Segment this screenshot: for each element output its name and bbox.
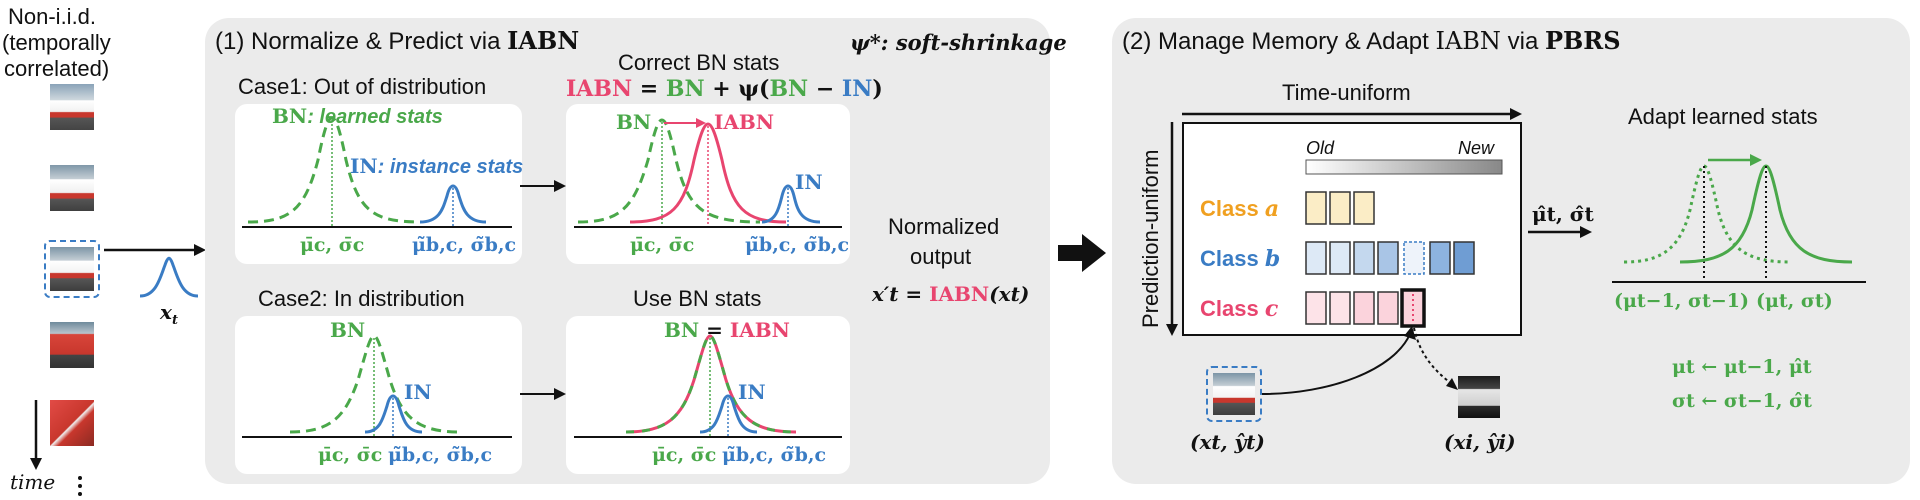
input-frame-thumbnail [1213, 373, 1255, 415]
bn-curve [247, 116, 421, 224]
correct-in-label: IN [795, 170, 823, 194]
class-b-label: Class b [1200, 246, 1281, 272]
case2-bn-stats: μ̄c, σ̄c [318, 444, 383, 466]
in-curve [761, 184, 821, 224]
stream-title-line1: Non-i.i.d. [8, 4, 97, 29]
class-a-label: Class a [1200, 196, 1280, 222]
input-xt-label: xt [160, 300, 178, 328]
correct-title: Correct BN stats [618, 50, 780, 75]
new-stats: (μt, σt) [1756, 290, 1833, 312]
frame-thumbnail [50, 165, 94, 211]
memory-cell [1305, 191, 1327, 225]
prev-stats: (μt−1, σt−1) [1614, 290, 1749, 312]
age-gradient-bar [1305, 159, 1503, 175]
case2-in-label: IN [404, 380, 432, 404]
memory-cell [1305, 291, 1327, 325]
correct-iabn-label: IABN [714, 110, 775, 134]
memory-cell [1377, 291, 1399, 325]
bn-curve [289, 334, 461, 434]
update-sigma: σt ← σt−1, σ̂t [1672, 390, 1812, 412]
time-uniform-label: Time-uniform [1282, 80, 1411, 105]
use-card [566, 316, 850, 474]
case2-in-stats: μ̃b,c, σ̃b,c [388, 444, 493, 466]
use-title: Use BN stats [633, 286, 762, 311]
memory-cell [1305, 241, 1327, 275]
memory-cell [1353, 191, 1375, 225]
class-c-label: Class c [1200, 296, 1279, 322]
use-bn-stats: μ̄c, σ̄c [652, 444, 717, 466]
correct-bn-label: BN [616, 110, 652, 134]
evict-pair: (xi, ŷi) [1444, 430, 1516, 454]
in-curve [699, 394, 758, 434]
frame-thumbnail [50, 247, 94, 291]
bn-curve [625, 334, 797, 434]
memory-cell [1353, 291, 1375, 325]
frame-thumbnail [50, 400, 94, 446]
normalized-line1: Normalized [888, 214, 1000, 239]
time-label: time [10, 470, 56, 494]
frame-thumbnail [50, 322, 94, 368]
memory-box [1182, 122, 1522, 336]
stream-title-line2: (temporally [2, 30, 111, 55]
psi-note: ψ*: soft-shrinkage [850, 30, 1067, 55]
update-mu: μt ← μt−1, μ̂t [1672, 356, 1812, 378]
case1-bn-stats: μ̄c, σ̄c [300, 234, 365, 256]
memory-cell [1329, 241, 1351, 275]
case2-bn-label: BN [330, 318, 366, 342]
evicted-frame-thumbnail [1458, 376, 1500, 418]
old-label: Old [1306, 138, 1335, 158]
memory-cell [1453, 241, 1475, 275]
use-in-stats: μ̃b,c, σ̃b,c [722, 444, 827, 466]
memory-cell [1329, 191, 1351, 225]
normalized-line2: output [910, 244, 972, 269]
memory-cell [1329, 291, 1351, 325]
use-equation: BN = IABN [664, 318, 790, 342]
memory-cell [1353, 241, 1375, 275]
memory-cell-evicted [1403, 241, 1425, 275]
input-pair: (xt, ŷt) [1190, 430, 1265, 454]
case2-title: Case2: In distribution [258, 286, 465, 311]
iabn-curve [629, 122, 787, 224]
stream-title-line3: correlated) [4, 56, 110, 81]
normalized-equation: x′t = IABN(xt) [872, 282, 1030, 306]
input-frame-box [1206, 366, 1262, 422]
bn-curve [577, 118, 761, 224]
case1-bn-label: BN: learned stats [272, 104, 443, 128]
case1-title: Case1: Out of distribution [238, 74, 487, 99]
new-label: New [1458, 138, 1495, 158]
frame-thumbnail [50, 84, 94, 130]
memory-cell [1377, 241, 1399, 275]
selected-frame-box [44, 240, 100, 298]
in-curve [419, 184, 487, 224]
insert-arrow [1261, 333, 1411, 395]
correct-bn-stats: μ̄c, σ̄c [630, 234, 695, 256]
evict-arrow [1413, 327, 1453, 385]
correct-equation: IABN = BN + ψ(BN − IN) [566, 76, 883, 102]
case1-card [235, 104, 522, 264]
mu-sigma-hat: μ̂t, σ̂t [1532, 202, 1594, 226]
correct-in-stats: μ̃b,c, σ̃b,c [745, 234, 850, 256]
case1-in-stats: μ̃b,c, σ̃b,c [412, 234, 517, 256]
use-in-label: IN [738, 380, 766, 404]
in-curve [364, 394, 423, 434]
panel2-title: (2) Manage Memory & Adapt IABN via PBRS [1122, 26, 1621, 55]
adapt-title: Adapt learned stats [1628, 104, 1818, 129]
memory-cell [1429, 241, 1451, 275]
case1-in-label: IN: instance stats [350, 154, 524, 178]
memory-cell-new [1400, 288, 1426, 328]
panel1-title: (1) Normalize & Predict via IABN [215, 26, 580, 55]
